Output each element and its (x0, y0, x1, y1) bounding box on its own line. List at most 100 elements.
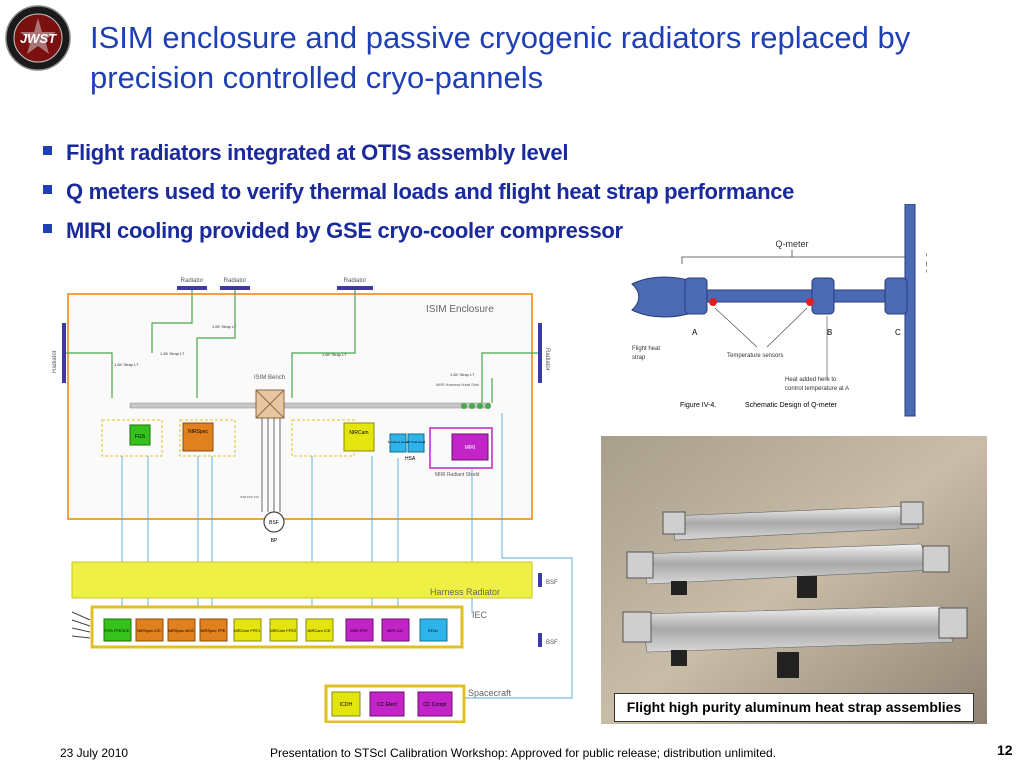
nircam-label: NIRCam (349, 430, 368, 436)
spacecraft-box (331, 691, 361, 717)
bullet-text: Q meters used to verify thermal loads an… (66, 179, 795, 204)
radiator-bar (220, 286, 250, 290)
miri-shield-label: MIRI Radiant Shield (435, 472, 480, 478)
bsf-side-label: BSF (546, 580, 558, 586)
flight-strap-end (631, 276, 696, 318)
nirspec-box (182, 422, 214, 452)
bench-struts (261, 418, 281, 512)
footer-text: Presentation to STScI Calibration Worksh… (270, 746, 777, 760)
jwst-logo: JWST (5, 5, 71, 71)
radiator-label: Radiator (224, 278, 247, 284)
figure-label: Figure IV-4. (680, 402, 716, 409)
spacecraft-box (369, 691, 405, 717)
iec-box-label: NIRSpec MCE (168, 628, 194, 633)
hsa-box (389, 433, 407, 453)
iec-box (381, 618, 410, 642)
nircam-box (343, 422, 375, 452)
point-label: A (692, 328, 698, 337)
qmeter-schematic: Q-meter Coldplate,plumbedwith GHe A B C … (631, 204, 927, 417)
heat-strap-assembly (626, 543, 950, 598)
qmeter-rod (686, 289, 906, 303)
spacecraft-box-label: CC Elect (377, 702, 397, 708)
photo-caption: Flight high purity aluminum heat strap a… (614, 693, 974, 722)
iec-box-label: NIRSpec FPE (201, 628, 226, 633)
footer-date: 23 July 2010 (60, 746, 129, 760)
logo-text: JWST (20, 31, 57, 46)
radiator-bar-right (538, 323, 542, 383)
radiator-label: Radiator (344, 278, 367, 284)
bullet-item: MIRI cooling provided by GSE cryo-cooler… (40, 211, 900, 250)
harness-radiator-label: Harness Radiator (430, 587, 500, 597)
bullet-square-icon (43, 224, 52, 233)
strap-label: 1.6K Strap LT (450, 372, 475, 377)
spacecraft-box-label: ICDH (340, 702, 353, 708)
top-radiators: Radiator Radiator Radiator (177, 278, 373, 290)
miri-shield (429, 427, 493, 469)
iec-box (135, 618, 164, 642)
hsa-label: HSA (405, 456, 416, 462)
bullet-item: Flight radiators integrated at OTIS asse… (40, 133, 900, 172)
strap-label: 1.6K Strap LT (212, 324, 237, 329)
iec-box-label: FGS FPE/ICE (105, 628, 130, 633)
bullet-list: Flight radiators integrated at OTIS asse… (40, 133, 900, 250)
radiator-label: Radiator (181, 278, 204, 284)
hsa-box-label: Inst Elect Head (388, 440, 409, 444)
slide-title: ISIM enclosure and passive cryogenic rad… (90, 20, 911, 95)
point-label: B (827, 328, 832, 337)
isim-esp-label: ISIM ESP 100 (240, 495, 259, 499)
temp-sensor-dot (806, 298, 814, 306)
isim-bench (129, 402, 491, 409)
qmeter-bracket (681, 250, 908, 264)
iec-box (269, 618, 298, 642)
coldplate-label: Coldplate,plumbedwith GHe (925, 253, 927, 275)
qmeter-block-b (811, 277, 835, 315)
iec-box-label: NIRCam FPE2 (270, 628, 297, 633)
strap-label: 1.6K Strap LT (160, 351, 185, 356)
page-number: 12 (997, 742, 1013, 758)
bullet-text: Flight radiators integrated at OTIS asse… (66, 140, 569, 165)
radiator-bar (337, 286, 373, 290)
heat-strap-assembly (662, 501, 924, 541)
nirspec-frame (179, 419, 236, 457)
fgs-label: FGS (135, 434, 146, 440)
heat-strap-assembly (622, 605, 968, 678)
hsa-box (407, 433, 425, 453)
iec-box (167, 618, 196, 642)
bullet-item: Q meters used to verify thermal loads an… (40, 172, 900, 211)
spacecraft-label: Spacecraft (468, 688, 512, 698)
spacecraft-box-label: CC Compr (423, 702, 447, 708)
spacecraft-box (417, 691, 453, 717)
fgs-frame (101, 419, 163, 457)
iec-box (305, 618, 334, 642)
iec-box (345, 618, 374, 642)
figure-caption: Schematic Design of Q-meter (745, 402, 837, 409)
bullet-text: MIRI cooling provided by GSE cryo-cooler… (66, 218, 623, 243)
iec-box (233, 618, 262, 642)
nirspec-label: NIRSpec (188, 429, 209, 435)
temp-sensors-label: Temperature sensors (727, 353, 783, 359)
isim-thermal-diagram: Radiator Radiator Radiator Radiator Radi… (52, 278, 573, 723)
iec-box-label: MIRI FPE (350, 628, 368, 633)
bullet-square-icon (43, 185, 52, 194)
miri-box (451, 433, 489, 461)
temp-sensor-dot (709, 298, 717, 306)
enclosure-label: ISIM Enclosure (426, 304, 494, 315)
bullet-square-icon (43, 146, 52, 155)
qmeter-block-a (684, 277, 708, 315)
miri-label: MIRI (465, 445, 476, 451)
bench-label: ISIM Bench (254, 375, 285, 381)
iec-label: IEC (472, 610, 488, 620)
iec-box (199, 618, 228, 642)
point-label: C (895, 328, 901, 337)
radiator-label: Radiator (52, 350, 58, 373)
hsa-box-label: MI Cold Head (407, 440, 426, 444)
qmeter-block-c (884, 277, 908, 315)
radiator-bar (177, 286, 207, 290)
harness-radiator (71, 561, 533, 599)
heat-strap-photo (601, 436, 987, 724)
bp-label: BP (271, 538, 278, 544)
strap-label: 1.6K Strap LT (322, 352, 347, 357)
bsf-label: BSF (269, 520, 279, 526)
